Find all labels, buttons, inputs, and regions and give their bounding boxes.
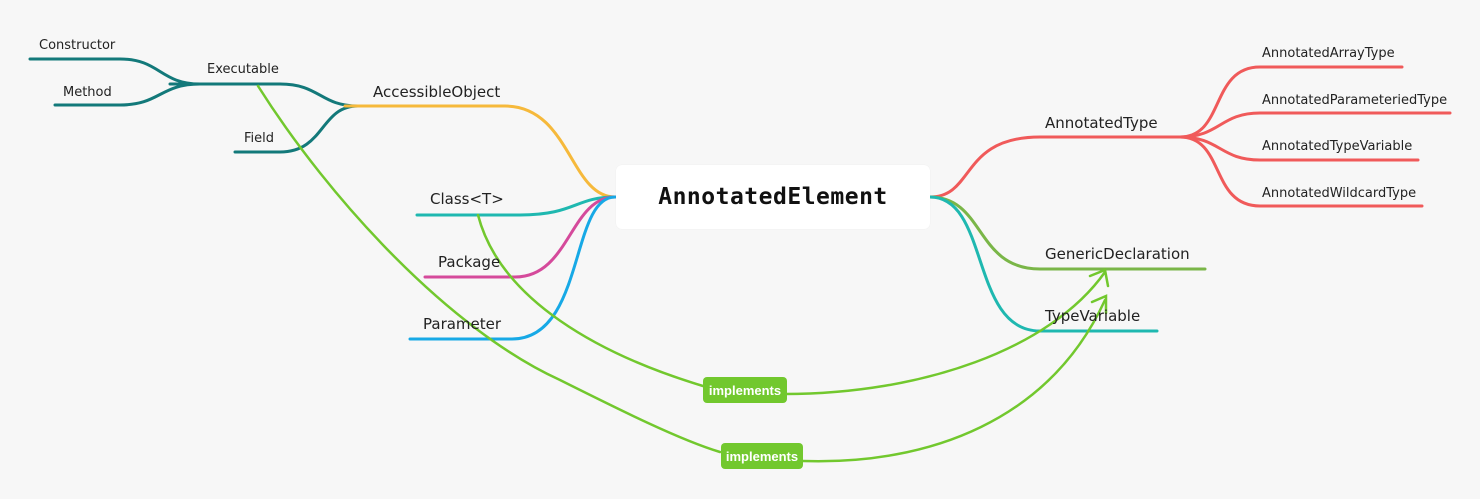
node-annotated-parameterized-type[interactable]: AnnotatedParameteriedType (1262, 93, 1448, 108)
node-field[interactable]: Field (244, 131, 275, 146)
edge-generic-declaration (928, 195, 1207, 271)
edge-annotated-type (928, 135, 1182, 199)
edge-class (415, 195, 617, 217)
node-accessible-object[interactable]: AccessibleObject (373, 83, 501, 101)
edge-executable (278, 82, 360, 108)
edge-field (233, 104, 360, 154)
implements-badge-1[interactable]: implements (703, 377, 787, 403)
node-annotated-type-variable[interactable]: AnnotatedTypeVariable (1262, 139, 1413, 154)
node-annotated-type[interactable]: AnnotatedType (1045, 114, 1158, 132)
edge-constructor (28, 57, 202, 86)
relation-class-implements (476, 213, 1107, 396)
node-class[interactable]: Class<T> (430, 190, 504, 208)
node-package[interactable]: Package (438, 253, 501, 271)
edge-type-variable (928, 195, 1159, 333)
node-executable[interactable]: Executable (207, 62, 279, 77)
node-type-variable[interactable]: TypeVariable (1045, 307, 1141, 325)
edge-annotated-wildcard-type (1178, 135, 1424, 208)
relation-executable-implements (256, 84, 1107, 463)
node-parameter[interactable]: Parameter (423, 315, 502, 333)
edge-accessible-object (343, 104, 617, 199)
node-constructor[interactable]: Constructor (39, 38, 116, 53)
edge-annotated-array-type (1178, 65, 1404, 139)
edge-package (423, 195, 617, 279)
edge-parameter (408, 195, 617, 341)
edge-annotated-parameterized-type (1178, 111, 1452, 139)
arrowhead-2 (1090, 294, 1108, 315)
node-annotated-wildcard-type[interactable]: AnnotatedWildcardType (1262, 186, 1417, 201)
implements-badge-2[interactable]: implements (721, 443, 803, 469)
root-node[interactable]: AnnotatedElement (616, 165, 930, 229)
node-generic-declaration[interactable]: GenericDeclaration (1045, 245, 1190, 263)
root-label: AnnotatedElement (658, 184, 888, 210)
arrowhead-1 (1088, 268, 1110, 288)
node-annotated-array-type[interactable]: AnnotatedArrayType (1262, 46, 1395, 61)
node-method[interactable]: Method (63, 85, 112, 100)
